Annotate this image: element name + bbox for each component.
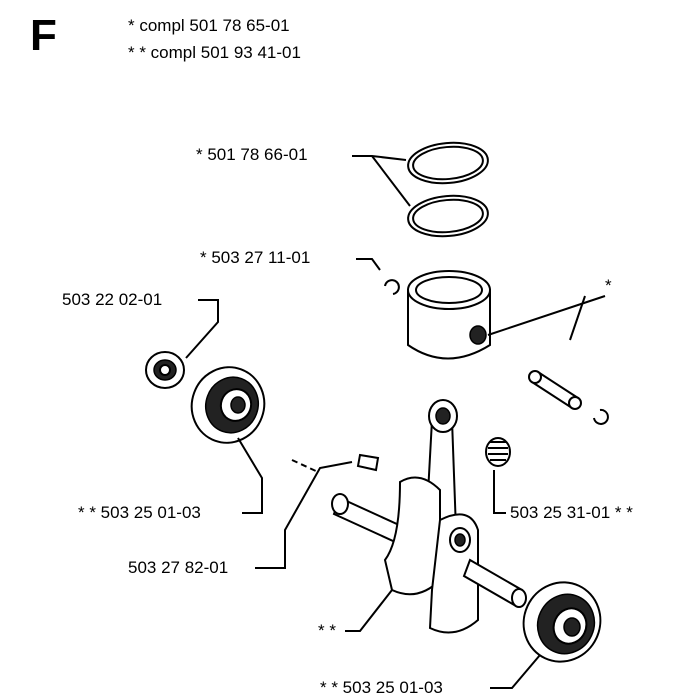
piston-ring-top: [407, 141, 489, 185]
circlip-label: * 503 27 11-01: [200, 248, 310, 267]
piston-ring-bottom: [407, 194, 489, 238]
bearing-right-label: 503 25 31-01 * *: [510, 503, 633, 522]
pin-star-label: *: [605, 276, 612, 295]
rings-leader: [352, 155, 407, 161]
section-letter: F: [30, 11, 57, 60]
piston: [407, 270, 491, 360]
ball-bearing-left: [190, 366, 266, 444]
needle-bearing: [145, 351, 185, 389]
rings-label: * 501 78 66-01: [196, 145, 308, 164]
crank-label: * *: [318, 621, 336, 640]
woodruff-key: [356, 453, 380, 472]
needle-label: 503 22 02-01: [62, 290, 162, 309]
bearing-left-label: * * 503 25 01-03: [78, 503, 201, 522]
bearing-small-right: [485, 437, 511, 467]
header-kit-2: * * compl 501 93 41-01: [128, 43, 301, 62]
key-label: 503 27 82-01: [128, 558, 228, 577]
bearing-bottom-label: * * 503 25 01-03: [320, 678, 443, 697]
ball-bearing-bottom: [522, 581, 602, 663]
header-kit-1: * compl 501 78 65-01: [128, 16, 290, 35]
crankshaft: [331, 399, 527, 634]
piston-pin: [528, 370, 582, 410]
circlip-icon: [384, 279, 400, 295]
pin-circlip-icon: [593, 408, 609, 425]
